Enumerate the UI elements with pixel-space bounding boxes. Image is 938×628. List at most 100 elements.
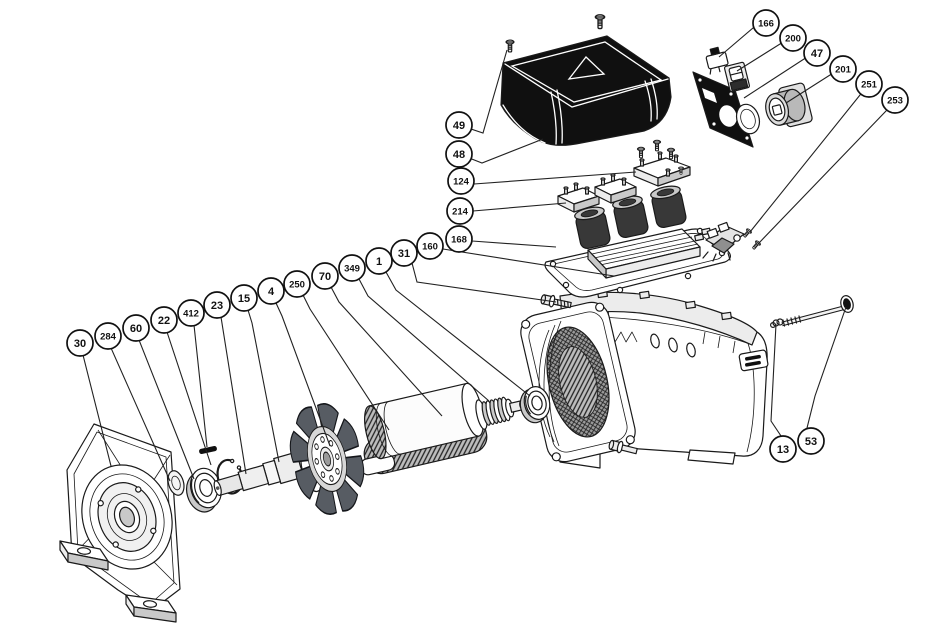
hex-screw bbox=[608, 439, 638, 455]
callout-balloon[interactable] bbox=[257, 277, 285, 305]
leader-line-168 bbox=[458, 238, 557, 248]
callout-balloon[interactable] bbox=[177, 299, 205, 327]
callout-31[interactable]: 31 bbox=[390, 239, 418, 267]
callout-balloon[interactable] bbox=[94, 322, 122, 350]
callout-balloon[interactable] bbox=[829, 55, 857, 83]
callout-balloon[interactable] bbox=[797, 427, 825, 455]
rectifier-screw bbox=[636, 146, 646, 159]
callout-balloon[interactable] bbox=[416, 232, 444, 260]
callout-balloon[interactable] bbox=[446, 197, 474, 225]
callout-balloon[interactable] bbox=[390, 239, 418, 267]
callout-60[interactable]: 60 bbox=[122, 314, 150, 342]
leader-line-22 bbox=[163, 319, 212, 466]
callout-balloon[interactable] bbox=[752, 9, 780, 37]
callout-number: 349 bbox=[344, 263, 360, 274]
callout-48[interactable]: 48 bbox=[445, 140, 473, 168]
callout-balloon[interactable] bbox=[779, 24, 807, 52]
callout-160[interactable]: 160 bbox=[416, 232, 444, 260]
callout-124[interactable]: 124 bbox=[447, 167, 475, 195]
callout-balloon[interactable] bbox=[311, 262, 339, 290]
callout-number: 160 bbox=[422, 241, 438, 252]
callout-balloon[interactable] bbox=[365, 247, 393, 275]
callout-balloon[interactable] bbox=[203, 291, 231, 319]
leader-line-1 bbox=[378, 260, 531, 397]
callout-number: 15 bbox=[238, 293, 250, 305]
callout-number: 214 bbox=[452, 206, 469, 217]
regulator-coil bbox=[650, 185, 687, 229]
callout-number: 284 bbox=[100, 331, 117, 342]
callout-balloon[interactable] bbox=[855, 70, 883, 98]
bracket-foot bbox=[125, 594, 177, 623]
callout-number: 48 bbox=[453, 149, 465, 161]
callout-number: 412 bbox=[183, 308, 199, 319]
callout-balloon[interactable] bbox=[230, 284, 258, 312]
callout-balloon[interactable] bbox=[445, 225, 473, 253]
callout-balloon[interactable] bbox=[769, 435, 797, 463]
callout-251[interactable]: 251 bbox=[855, 70, 883, 98]
callout-166[interactable]: 166 bbox=[752, 9, 780, 37]
callout-balloon[interactable] bbox=[283, 270, 311, 298]
callout-layer: 49 48 124 214 168 160 31 1 349 70 250 4 15 23 412 22 60 2… bbox=[66, 9, 909, 482]
callout-number: 53 bbox=[805, 436, 817, 448]
callout-412[interactable]: 412 bbox=[177, 299, 205, 327]
callout-201[interactable]: 201 bbox=[829, 55, 857, 83]
callout-22[interactable]: 22 bbox=[150, 306, 178, 334]
receptacle bbox=[765, 82, 813, 128]
callout-15[interactable]: 15 bbox=[230, 284, 258, 312]
leader-line-53 bbox=[806, 306, 847, 442]
shaft-key bbox=[199, 445, 217, 455]
callout-number: 250 bbox=[289, 279, 305, 290]
diode-block bbox=[594, 173, 637, 204]
callout-4[interactable]: 4 bbox=[257, 277, 285, 305]
callout-53[interactable]: 53 bbox=[797, 427, 825, 455]
callout-balloon[interactable] bbox=[122, 314, 150, 342]
callout-23[interactable]: 23 bbox=[203, 291, 231, 319]
callout-balloon[interactable] bbox=[803, 39, 831, 67]
callout-balloon[interactable] bbox=[338, 254, 366, 282]
callout-balloon[interactable] bbox=[881, 86, 909, 114]
callout-284[interactable]: 284 bbox=[94, 322, 122, 350]
rectifier-screw bbox=[652, 139, 662, 152]
callout-13[interactable]: 13 bbox=[769, 435, 797, 463]
callout-70[interactable]: 70 bbox=[311, 262, 339, 290]
callout-49[interactable]: 49 bbox=[445, 111, 473, 139]
callout-balloon[interactable] bbox=[66, 329, 94, 357]
callout-number: 168 bbox=[451, 234, 467, 245]
front-bracket bbox=[59, 423, 181, 623]
gasket bbox=[735, 103, 761, 135]
callout-200[interactable]: 200 bbox=[779, 24, 807, 52]
front-bearing bbox=[185, 467, 223, 513]
housing-handle bbox=[738, 349, 769, 372]
callout-47[interactable]: 47 bbox=[803, 39, 831, 67]
callout-number: 22 bbox=[158, 315, 170, 327]
callout-number: 13 bbox=[777, 444, 789, 456]
callout-number: 30 bbox=[74, 338, 86, 350]
callout-250[interactable]: 250 bbox=[283, 270, 311, 298]
callout-1[interactable]: 1 bbox=[365, 247, 393, 275]
leader-line-31 bbox=[403, 252, 557, 303]
callout-30[interactable]: 30 bbox=[66, 329, 94, 357]
callout-balloon[interactable] bbox=[150, 306, 178, 334]
callout-number: 47 bbox=[811, 48, 823, 60]
seal-washer bbox=[167, 470, 185, 496]
callout-number: 166 bbox=[758, 18, 774, 29]
leader-line-349 bbox=[351, 267, 490, 402]
callout-balloon[interactable] bbox=[445, 140, 473, 168]
callout-253[interactable]: 253 bbox=[881, 86, 909, 114]
rear-bearing bbox=[519, 386, 551, 424]
bracket-foot bbox=[59, 540, 109, 571]
callout-number: 201 bbox=[835, 64, 852, 75]
callout-number: 251 bbox=[861, 79, 878, 90]
callout-number: 4 bbox=[268, 286, 275, 298]
callout-balloon[interactable] bbox=[447, 167, 475, 195]
callout-349[interactable]: 349 bbox=[338, 254, 366, 282]
cooling-fan bbox=[289, 399, 365, 519]
callout-balloon[interactable] bbox=[445, 111, 473, 139]
brush-holder bbox=[702, 221, 762, 262]
callout-number: 200 bbox=[785, 33, 801, 44]
callout-number: 31 bbox=[398, 248, 410, 260]
rocker-switch bbox=[723, 61, 751, 93]
callout-214[interactable]: 214 bbox=[446, 197, 474, 225]
callout-168[interactable]: 168 bbox=[445, 225, 473, 253]
